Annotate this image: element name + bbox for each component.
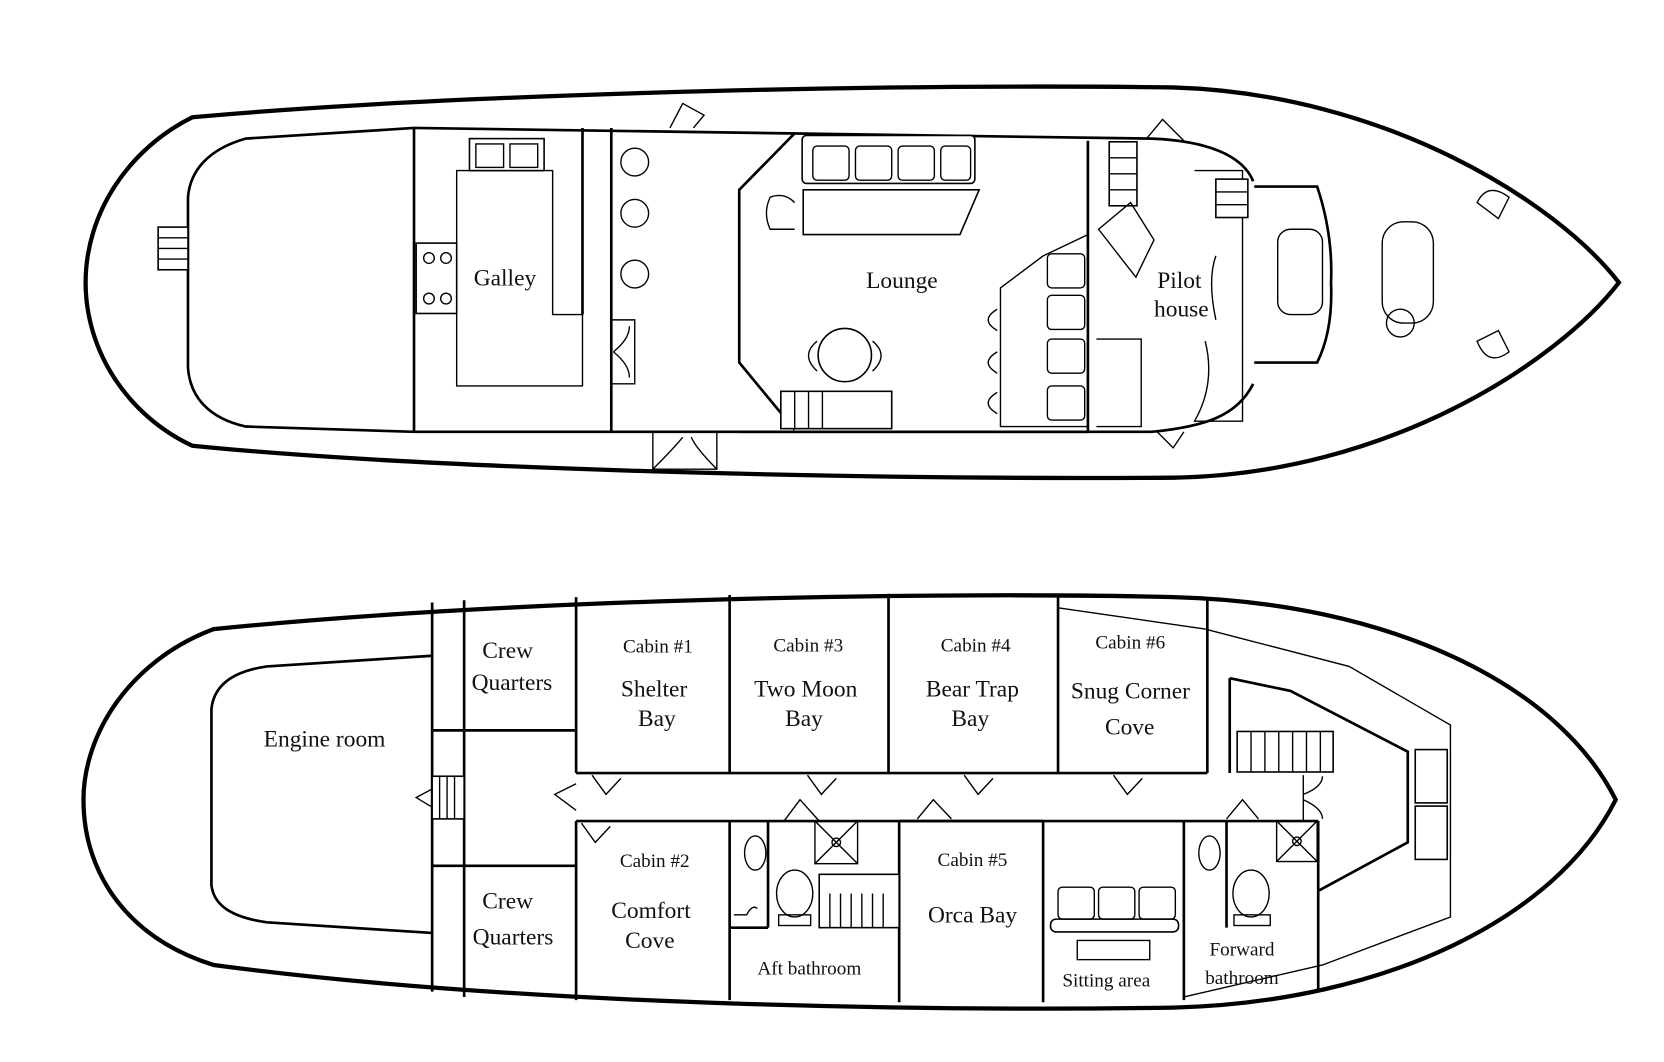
room-label-crew-quarters-bottom: Crew	[482, 888, 533, 914]
cabin-3-number: Cabin #3	[773, 635, 843, 656]
double-door-bottom[interactable]	[652, 431, 718, 470]
room-label-forward-bathroom-2: bathroom	[1205, 968, 1279, 989]
cabin-6-name-2: Cove	[1105, 715, 1154, 741]
door-cabin-1[interactable]	[591, 774, 622, 796]
round-table	[817, 327, 873, 383]
hatch-icon	[1381, 221, 1435, 324]
door-forward-bathroom[interactable]	[1225, 798, 1260, 820]
room-label-pilot-house-2: house	[1154, 297, 1209, 323]
door-cabin-3[interactable]	[806, 774, 837, 796]
cleat-icon	[1476, 329, 1510, 359]
stairs-icon	[818, 873, 900, 929]
chair-icon	[765, 194, 796, 230]
stairs-icon	[1236, 730, 1334, 773]
stool-icon	[620, 259, 650, 289]
upper-hull-outline	[83, 84, 1622, 481]
stool-icon	[620, 198, 650, 228]
room-label-forward-bathroom: Forward	[1209, 939, 1274, 960]
cabin-5-number: Cabin #5	[938, 850, 1008, 871]
toilet-icon	[1232, 869, 1270, 918]
anchor-windlass-icon	[1385, 308, 1415, 338]
cabin-2-name-2: Cove	[625, 928, 674, 954]
cabin-3-name-2: Bay	[785, 706, 823, 732]
room-label-galley: Galley	[474, 266, 537, 292]
door-top[interactable]	[669, 102, 706, 129]
cabin-4-name-2: Bay	[951, 706, 989, 732]
door-cabin-4[interactable]	[963, 774, 994, 796]
stairs-icon	[431, 775, 465, 820]
stool-icon	[620, 147, 650, 177]
door-aft-bathroom[interactable]	[783, 798, 820, 822]
cabin-1-name: Shelter	[621, 676, 688, 702]
stairs-icon	[1215, 178, 1249, 219]
cabin-6-name: Snug Corner	[1071, 678, 1190, 704]
outlet-icon	[733, 906, 758, 916]
cabin-2-number: Cabin #2	[620, 851, 690, 872]
lower-hull-outline	[81, 593, 1619, 1011]
room-label-aft-bathroom: Aft bathroom	[757, 959, 861, 980]
cabin-5-name: Orca Bay	[928, 902, 1017, 928]
stairs-icon	[780, 390, 893, 430]
cabin-4-name: Bear Trap	[926, 676, 1019, 702]
cabin-3-name: Two Moon	[754, 676, 857, 702]
cabin-6-number: Cabin #6	[1095, 632, 1165, 653]
door-aft[interactable]	[553, 783, 577, 811]
door-cabin-5[interactable]	[916, 798, 952, 820]
stove-icon	[415, 242, 458, 315]
upper-deck-inner-line	[186, 126, 415, 434]
room-label-sitting-area: Sitting area	[1062, 970, 1150, 991]
cleat-icon	[1476, 189, 1510, 220]
sink-icon	[1198, 835, 1221, 871]
room-label-pilot-house: Pilot	[1157, 268, 1202, 294]
lower-deck: Engine room Crew Quarters Crew Quarters …	[81, 593, 1619, 1011]
shower-icon	[1275, 820, 1318, 863]
cabin-4-number: Cabin #4	[941, 635, 1011, 656]
sofa-icon	[1049, 918, 1180, 933]
cabin-2-name: Comfort	[611, 898, 691, 924]
room-label-crew-quarters-top-2: Quarters	[472, 670, 553, 696]
door-cabin-6[interactable]	[1112, 774, 1143, 796]
tv-icon	[1076, 939, 1151, 961]
cabin-1-name-2: Bay	[638, 706, 676, 732]
upper-deck: Galley Lounge Pilot house	[83, 84, 1622, 481]
toilet-icon	[775, 869, 814, 918]
room-label-engine-room: Engine room	[264, 726, 386, 752]
sink-icon	[743, 835, 767, 871]
room-label-lounge: Lounge	[866, 268, 938, 294]
room-label-crew-quarters-bottom-2: Quarters	[473, 925, 554, 951]
lounge-table	[802, 188, 981, 236]
room-label-crew-quarters-top: Crew	[482, 638, 533, 664]
shower-icon	[814, 820, 859, 865]
cabin-1-number: Cabin #1	[623, 637, 693, 658]
door-cabin-2[interactable]	[580, 822, 611, 844]
